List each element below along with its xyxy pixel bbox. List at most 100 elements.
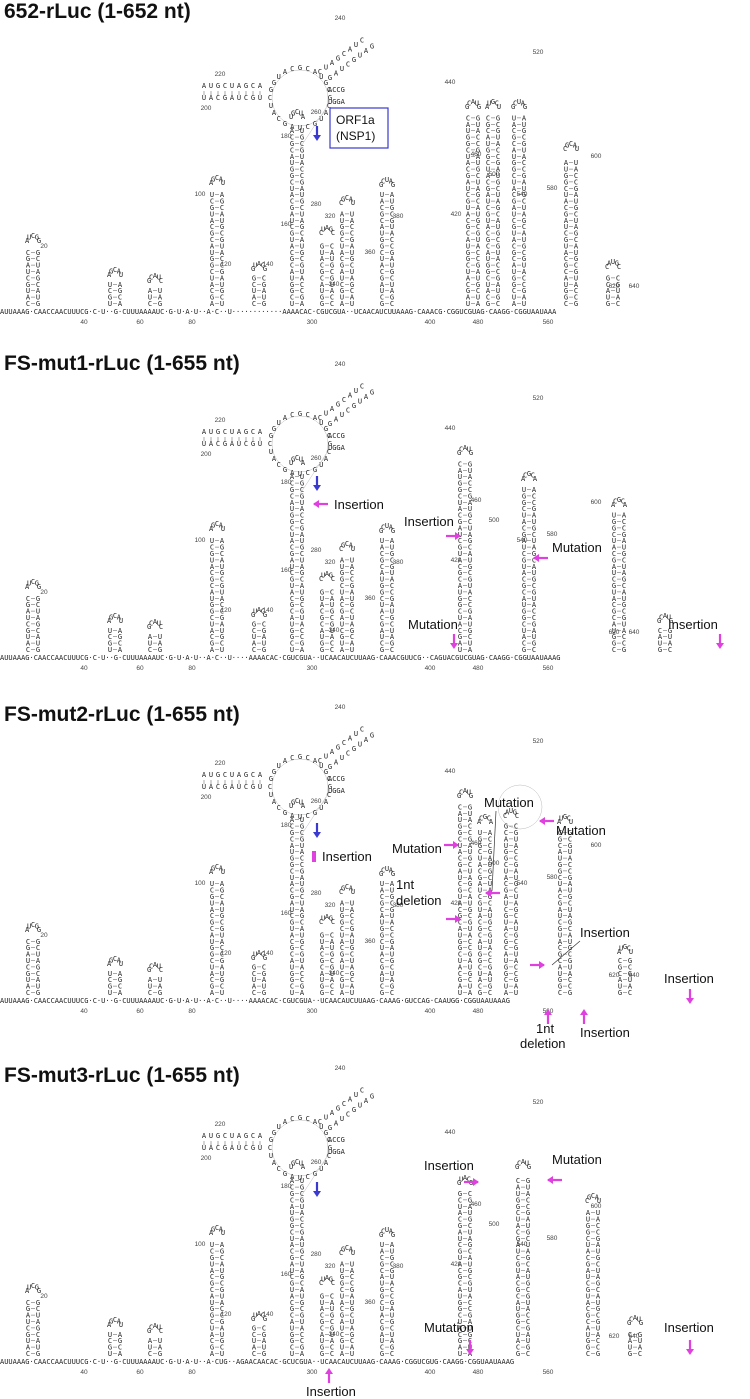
nucleotide: U (380, 944, 384, 952)
nucleotide: C (526, 1260, 530, 1268)
nucleotide: G (486, 236, 490, 244)
nucleotide: A (458, 1260, 463, 1268)
nucleotide: A (252, 640, 257, 648)
nucleotide: G (330, 608, 334, 616)
nucleotide: U (350, 646, 354, 654)
loop-nucleotide: U (619, 944, 623, 952)
loop-nucleotide: G (379, 181, 383, 189)
nucleotide: A (220, 1241, 225, 1249)
nucleotide: U (350, 938, 354, 946)
callout-line (491, 810, 497, 892)
nucleotide: A (568, 912, 573, 920)
nucleotide: A (488, 970, 493, 978)
loop-nucleotide: G (391, 870, 395, 878)
loop-nucleotide: C (617, 263, 621, 271)
nucleotide: G (512, 281, 516, 289)
nucleotide: G (468, 919, 472, 927)
loop-nucleotide: C (345, 1244, 349, 1252)
position-number: 560 (543, 665, 554, 672)
position-number: 560 (543, 1369, 554, 1376)
nucleotide: G (458, 1299, 462, 1307)
position-number: 260 (311, 109, 322, 116)
nucleotide: A (466, 121, 471, 129)
nucleotide: A (526, 1267, 531, 1275)
nucleotide: A (512, 300, 517, 308)
nucleotide: C (290, 887, 294, 895)
nucleotide: U (220, 906, 224, 914)
nucleotide: G (340, 262, 344, 270)
nucleotide: C (346, 407, 350, 415)
loop-nucleotide: C (159, 277, 163, 285)
position-number: 480 (473, 665, 484, 672)
nucleotide: G (300, 294, 304, 302)
nucleotide: A (300, 620, 305, 628)
nucleotide: A (516, 1299, 521, 1307)
nucleotide: A (300, 1235, 305, 1243)
position-number: 620 (609, 283, 620, 290)
nucleotide: U (300, 268, 304, 276)
nucleotide: U (300, 880, 304, 888)
position-number: 280 (311, 201, 322, 208)
nucleotide: C (486, 159, 490, 167)
loop-nucleotide: A (209, 868, 214, 876)
nucleotide: U (300, 191, 304, 199)
nucleotide: G (390, 957, 394, 965)
nucleotide: U (290, 1235, 294, 1243)
loop-nucleotide: C (113, 612, 117, 620)
nucleotide: G (564, 236, 568, 244)
nucleotide: G (558, 861, 562, 869)
position-number: 240 (335, 704, 346, 711)
nucleotide: U (300, 957, 304, 965)
loop-nucleotide: A (153, 618, 158, 626)
nucleotide: G (564, 178, 568, 186)
loop-nucleotide: U (298, 813, 302, 821)
loop-nucleotide: G (465, 103, 469, 111)
nucleotide: G (300, 1312, 304, 1320)
nucleotide: U (210, 1299, 214, 1307)
nucleotide: C (668, 646, 672, 654)
nucleotide: G (300, 223, 304, 231)
nucleotide: A (290, 537, 295, 545)
nucleotide: U (606, 294, 610, 302)
loop-nucleotide: G (147, 1327, 151, 1335)
nucleotide: G (504, 912, 508, 920)
nucleotide: C (244, 1144, 248, 1152)
nucleotide: C (290, 1299, 294, 1307)
nucleotide: U (638, 1337, 642, 1345)
loop-nucleotide: G (298, 64, 302, 72)
loop-nucleotide: U (509, 807, 513, 815)
nucleotide: C (118, 294, 122, 302)
nucleotide: C (532, 492, 536, 500)
nucleotide: C (290, 867, 294, 875)
loop-nucleotide: G (527, 1163, 531, 1171)
loop-nucleotide: U (321, 571, 325, 579)
nucleotide: U (320, 1299, 324, 1307)
loop-nucleotide: G (211, 1225, 215, 1233)
nucleotide: C (468, 912, 472, 920)
loop-nucleotide: C (215, 1224, 219, 1232)
mutation-arrow-head (466, 1349, 474, 1355)
nucleotide: C (210, 887, 214, 895)
nucleotide: U (26, 1337, 30, 1345)
nucleotide: C (586, 1350, 590, 1358)
insertion-arrow-head (686, 1349, 694, 1355)
nucleotide: G (568, 957, 572, 965)
nucleotide: A (486, 223, 491, 231)
nucleotide: C (516, 1292, 520, 1300)
nucleotide: A (330, 287, 335, 295)
nucleotide: G (488, 983, 492, 991)
nucleotide: G (210, 601, 214, 609)
nucleotide: A (574, 223, 579, 231)
nucleotide: C (532, 614, 536, 622)
nucleotide: A (290, 473, 295, 481)
nucleotide: C (458, 1280, 462, 1288)
nucleotide: G (468, 1196, 472, 1204)
nucleotide: C (380, 204, 384, 212)
nucleotide: C (290, 1344, 294, 1352)
nucleotide: U (496, 223, 500, 231)
nucleotide: G (390, 614, 394, 622)
nucleotide: G (468, 906, 472, 914)
nucleotide: G (290, 1305, 294, 1313)
nucleotide: C (622, 518, 626, 526)
nucleotide: C (380, 249, 384, 257)
